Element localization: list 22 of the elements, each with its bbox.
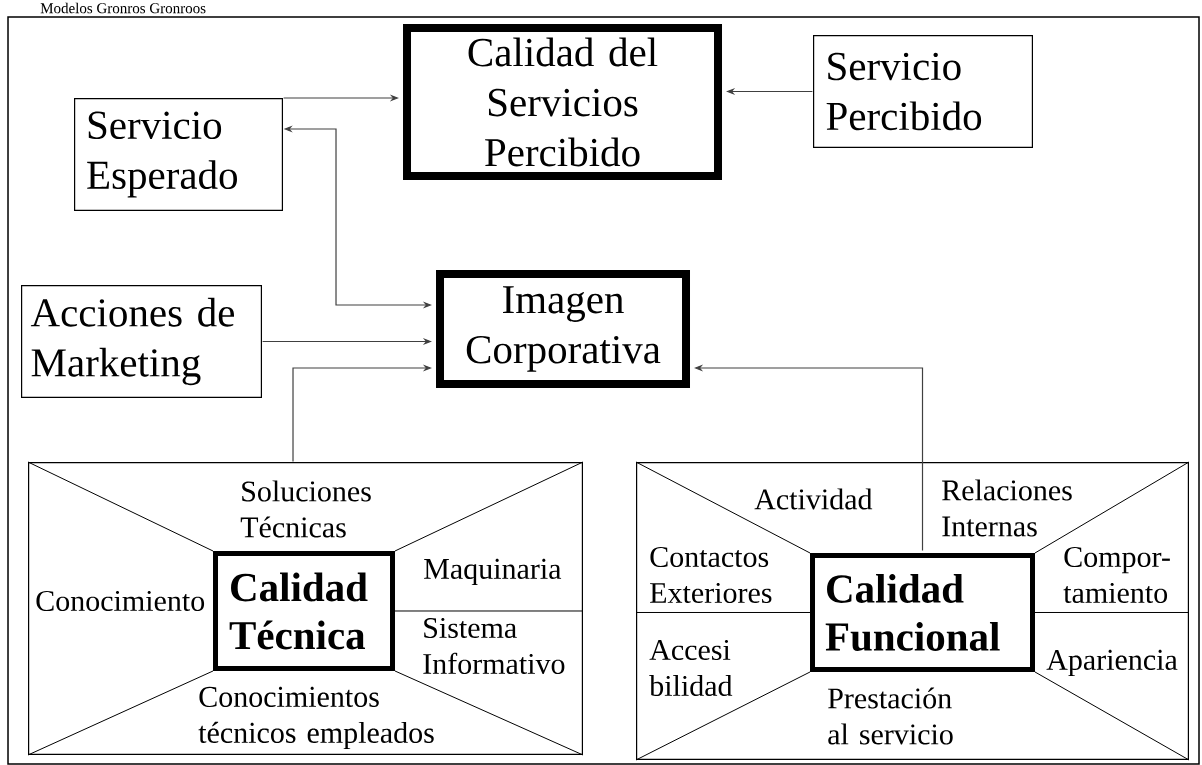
region-label: Compor- tamiento — [1063, 546, 1170, 604]
region-label: Accesi bilidad — [649, 639, 733, 697]
diagram-title: Modelos Gronros Gronroos — [40, 2, 206, 14]
concept-box: Calidad del Servicios Percibido — [403, 24, 722, 180]
model-panel — [28, 462, 583, 755]
concept-box: Calidad Funcional — [810, 553, 1035, 672]
region-label: Actividad — [754, 488, 873, 510]
region-label: Contactos Exteriores — [650, 546, 772, 604]
region-label: Conocimientos técnicos empleados — [198, 686, 434, 750]
model-panel — [636, 462, 1189, 760]
region-label: Maquinaria — [424, 558, 562, 586]
region-label: Relaciones Internas — [942, 479, 1072, 537]
region-label: Sistema Informativo — [423, 617, 565, 675]
concept-box: Imagen Corporativa — [436, 270, 690, 388]
concept-box: Calidad Técnica — [213, 551, 395, 671]
concept-box: Servicio Percibido — [813, 35, 1033, 148]
region-label: Apariencia — [1046, 649, 1178, 677]
region-label: Conocimiento — [36, 590, 205, 612]
concept-box: Acciones de Marketing — [21, 285, 262, 398]
region-label: Soluciones Técnicas — [240, 480, 371, 538]
concept-box: Servicio Esperado — [74, 98, 283, 211]
region-label: Prestación al servicio — [828, 687, 953, 745]
